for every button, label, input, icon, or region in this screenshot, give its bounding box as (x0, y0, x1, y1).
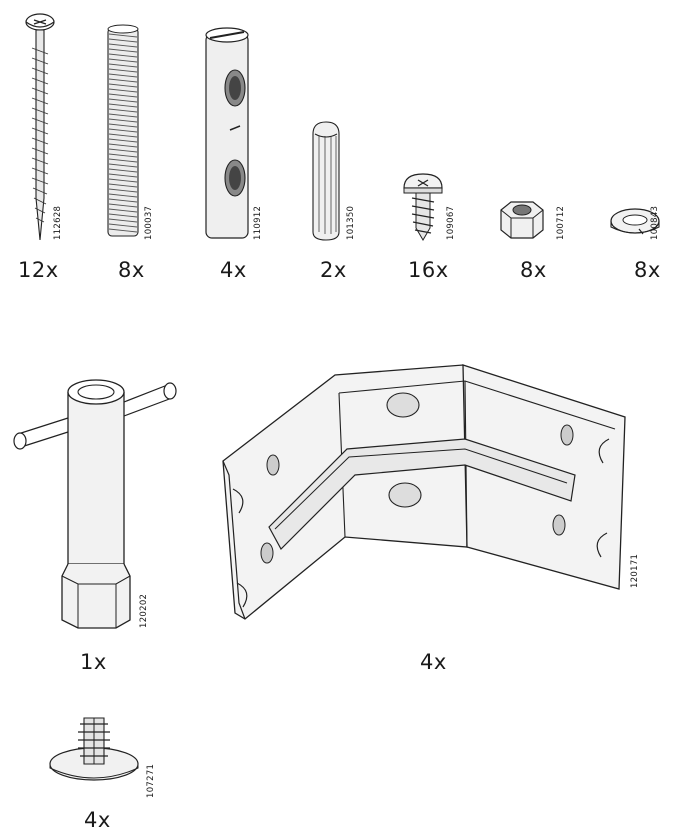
part-quantity: 2x (320, 258, 347, 282)
part-quantity: 4x (220, 258, 247, 282)
part-code: 107271 (146, 763, 156, 798)
short-screw-icon (400, 170, 446, 242)
threaded-rod-icon (106, 24, 140, 240)
lock-washer-icon (609, 205, 661, 239)
part-quantity: 1x (80, 650, 107, 674)
part-quantity: 12x (18, 258, 59, 282)
wooden-dowel-icon (311, 120, 341, 244)
part-quantity: 8x (520, 258, 547, 282)
part-code: 120171 (630, 553, 640, 588)
socket-wrench-icon (12, 372, 178, 634)
part-code: 110912 (253, 205, 263, 240)
part-quantity: 16x (408, 258, 449, 282)
part-code: 100712 (556, 205, 566, 240)
part-code: 101350 (346, 205, 356, 240)
barrel-nut-icon (200, 26, 256, 242)
part-code: 112628 (53, 205, 63, 240)
hex-nut-icon (497, 198, 547, 242)
part-code: 100037 (144, 205, 154, 240)
part-quantity: 8x (634, 258, 661, 282)
part-code: 100843 (650, 205, 660, 240)
part-quantity: 4x (84, 808, 111, 832)
part-quantity: 8x (118, 258, 145, 282)
foot-glide-icon (48, 712, 140, 784)
part-code: 109067 (446, 205, 456, 240)
part-quantity: 4x (420, 650, 447, 674)
part-code: 120202 (139, 593, 149, 628)
wood-screw-long-icon (18, 8, 62, 244)
corner-bracket-icon (215, 357, 635, 629)
